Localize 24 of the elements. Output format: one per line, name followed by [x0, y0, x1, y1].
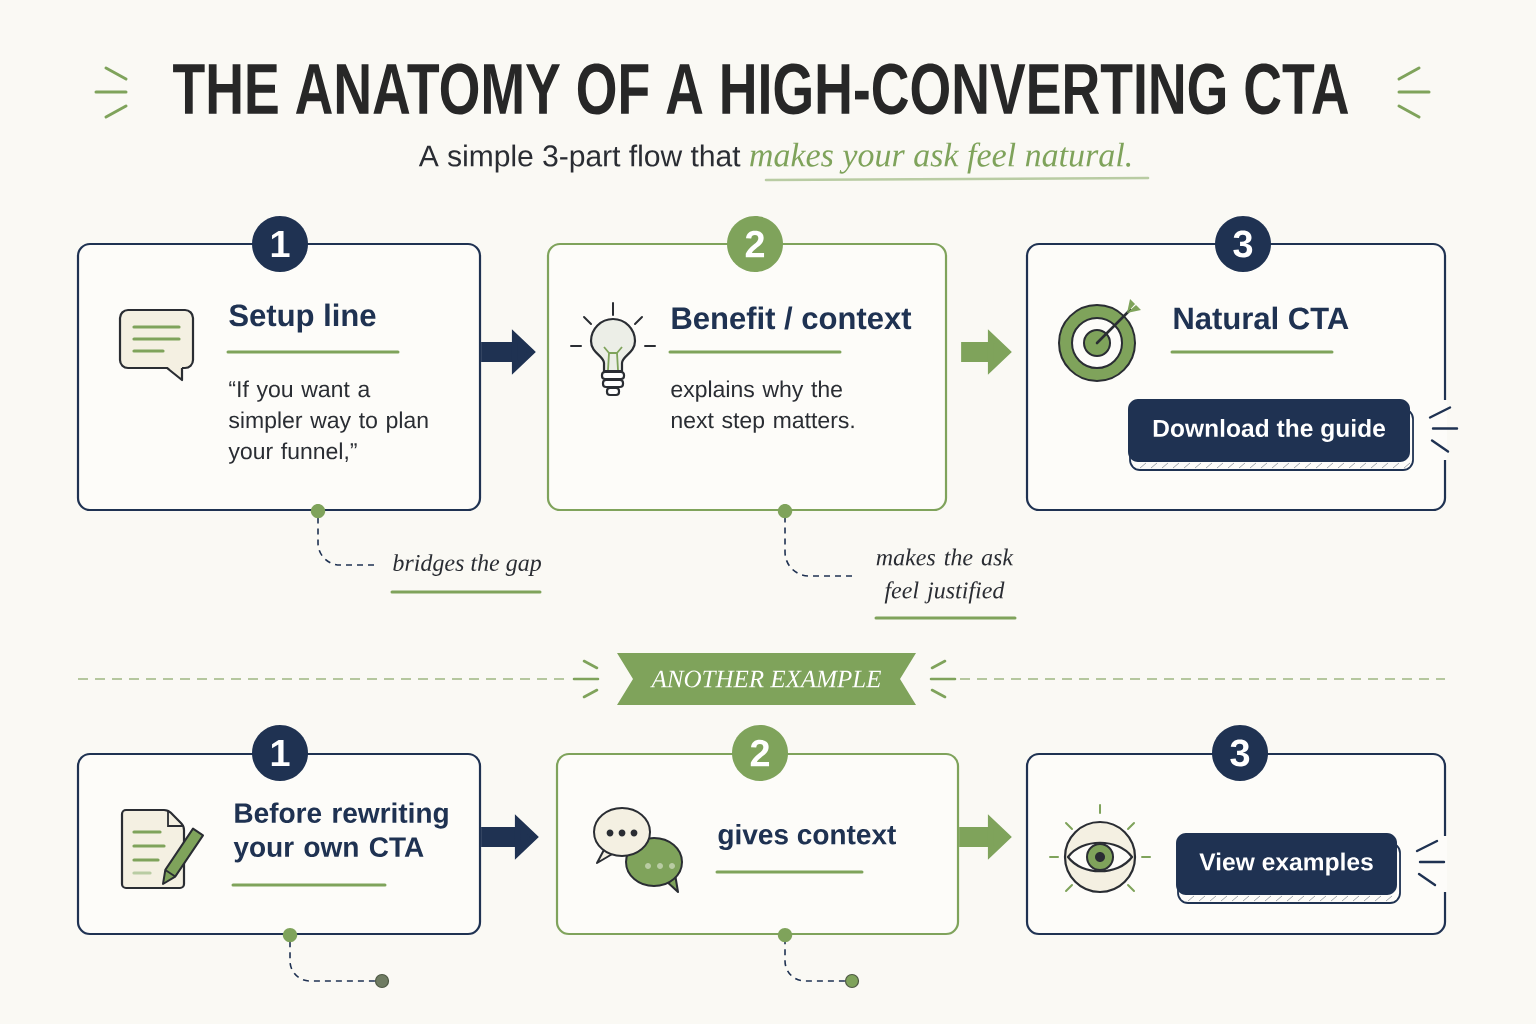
- title: THE ANATOMY OF A HIGH-CONVERTING CTA: [173, 63, 1349, 115]
- card-heading: Setup line: [229, 303, 376, 333]
- step-number-badge: 3: [1212, 725, 1268, 781]
- step-number-badge: 1: [252, 725, 308, 781]
- step-number-badge: 2: [727, 216, 783, 272]
- subtitle: A simple 3-part flow that makes your ask feel natural.: [418, 142, 1131, 174]
- leader-line: [310, 503, 375, 566]
- leader-line: [777, 927, 846, 982]
- card-heading: Benefit / context: [672, 306, 912, 330]
- handwritten-note: bridges the gap: [393, 554, 541, 576]
- leader-line: [777, 503, 853, 577]
- cta-button: View examples: [1176, 833, 1401, 904]
- leader-line: [282, 927, 376, 982]
- body-text: “If you want a simpler way to plan your funnel,”: [228, 380, 428, 464]
- step-number-badge: 1: [252, 216, 308, 272]
- step-number-badge: 2: [732, 725, 788, 781]
- handwritten-note: makes the ask feel justified: [876, 548, 1014, 604]
- card-heading: Before rewriting your own CTA: [233, 802, 448, 863]
- cta-button: Download the guide: [1128, 399, 1414, 471]
- body-text: explains why the next step matters.: [671, 380, 854, 433]
- ribbon-banner: ANOTHER EXAMPLE: [617, 653, 916, 705]
- step-number-badge: 3: [1215, 216, 1271, 272]
- card-heading: gives context: [718, 823, 896, 851]
- card-heading: Natural CTA: [1174, 306, 1349, 330]
